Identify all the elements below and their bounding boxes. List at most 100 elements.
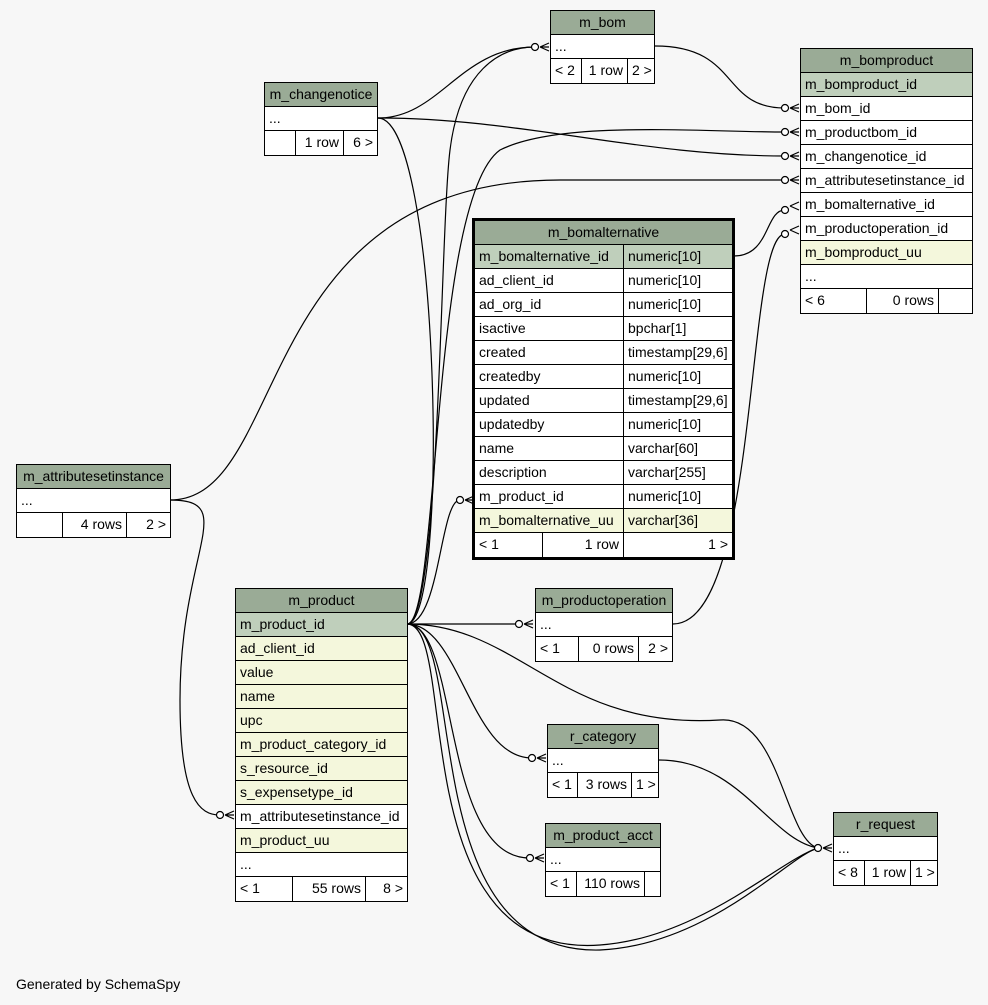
column-name: m_product_id xyxy=(479,488,564,504)
row-count: 0 rows xyxy=(578,637,638,661)
edge-m_changenotice-m_bomproduct xyxy=(377,117,786,157)
children-link[interactable]: 1 > xyxy=(910,861,937,885)
children-link[interactable]: 2 > xyxy=(627,59,654,83)
column-type: numeric[10] xyxy=(623,485,732,508)
parents-link[interactable]: < 6 xyxy=(805,292,825,308)
column-name: ad_org_id xyxy=(479,296,542,312)
column-m_productoperation_id: m_productoperation_id xyxy=(805,220,949,236)
children-link[interactable]: 2 > xyxy=(638,637,672,661)
column-m_bom_id: m_bom_id xyxy=(805,100,871,116)
row-count: 1 row xyxy=(542,533,623,557)
table-r_category[interactable]: r_category ... < 1 3 rows 1 > xyxy=(547,724,659,798)
column-name: updatedby xyxy=(479,416,545,432)
column-type: numeric[10] xyxy=(623,413,732,436)
table-row: ... xyxy=(21,492,33,508)
table-m_bom-title[interactable]: m_bom xyxy=(551,11,654,35)
column-row: updatedby numeric[10] xyxy=(475,413,732,437)
column-name: m_bomalternative_id xyxy=(479,248,609,264)
table-m_bomproduct-title[interactable]: m_bomproduct xyxy=(801,49,972,73)
table-m_product-title[interactable]: m_product xyxy=(236,589,407,613)
column-name: createdby xyxy=(479,368,541,384)
parents-link[interactable]: < 1 xyxy=(479,536,499,552)
row-count: 1 row xyxy=(581,59,627,83)
column-name: m_bomalternative_uu xyxy=(479,512,614,528)
column-name: ad_client_id xyxy=(479,272,554,288)
edge-m_product-m_bom xyxy=(406,46,536,625)
column-name: created xyxy=(479,344,526,360)
parents-link xyxy=(17,513,62,537)
children-link xyxy=(644,872,660,896)
column-list: m_bomalternative_id numeric[10] ad_client_… xyxy=(475,245,732,533)
column-name: name xyxy=(479,440,515,456)
edge-m_product-m_changenotice xyxy=(377,117,434,625)
edge-m_product-m_product_acct xyxy=(406,623,531,859)
table-row: ... xyxy=(269,110,281,126)
column-s_expensetype_id: s_expensetype_id xyxy=(240,784,353,800)
table-m_product[interactable]: m_product m_product_id ad_client_id valu… xyxy=(235,588,408,902)
parents-link[interactable]: < 1 xyxy=(240,880,260,896)
column-row: m_bomalternative_id numeric[10] xyxy=(475,245,732,269)
table-m_productoperation[interactable]: m_productoperation ... < 1 0 rows 2 > xyxy=(535,588,673,662)
column-ad_client_id: ad_client_id xyxy=(240,640,315,656)
column-name: updated xyxy=(479,392,530,408)
edge-m_product-r_request-3 xyxy=(406,623,819,951)
edge-m_product-m_bomproduct xyxy=(406,129,786,625)
column-row: created timestamp[29,6] xyxy=(475,341,732,365)
table-row: ... xyxy=(805,268,817,284)
column-m_attributesetinstance_id: m_attributesetinstance_id xyxy=(805,172,965,188)
children-link[interactable]: 6 > xyxy=(343,131,377,155)
edge-endpoints xyxy=(215,42,823,863)
table-m_attributesetinstance[interactable]: m_attributesetinstance ... 4 rows 2 > xyxy=(16,464,171,538)
table-m_changenotice-title[interactable]: m_changenotice xyxy=(265,83,377,107)
table-m_bom[interactable]: m_bom ... < 2 1 row 2 > xyxy=(550,10,655,84)
column-m_product_uu: m_product_uu xyxy=(240,832,330,848)
table-row: ... xyxy=(540,616,552,632)
table-m_product_acct-title[interactable]: m_product_acct xyxy=(546,824,660,848)
table-row: ... xyxy=(240,856,252,872)
table-r_request-title[interactable]: r_request xyxy=(834,813,937,837)
parents-link[interactable]: < 2 xyxy=(555,62,575,78)
table-r_category-title[interactable]: r_category xyxy=(548,725,658,749)
table-m_productoperation-title[interactable]: m_productoperation xyxy=(536,589,672,613)
row-count: 1 row xyxy=(295,131,343,155)
column-upc: upc xyxy=(240,712,263,728)
table-m_bomproduct[interactable]: m_bomproduct m_bomproduct_id m_bom_id m_… xyxy=(800,48,973,314)
table-m_bomalternative-title[interactable]: m_bomalternative xyxy=(475,221,732,245)
table-m_changenotice[interactable]: m_changenotice ... 1 row 6 > xyxy=(264,82,378,156)
children-link[interactable]: 1 > xyxy=(623,533,732,557)
parents-link[interactable]: < 1 xyxy=(550,875,570,891)
table-row: ... xyxy=(550,851,562,867)
edge-m_bom-m_bomproduct xyxy=(654,45,786,109)
column-type: numeric[10] xyxy=(623,269,732,292)
table-r_request[interactable]: r_request ... < 8 1 row 1 > xyxy=(833,812,938,886)
parents-link xyxy=(265,131,295,155)
column-type: timestamp[29,6] xyxy=(623,341,732,364)
parents-link[interactable]: < 8 xyxy=(838,864,858,880)
column-type: numeric[10] xyxy=(623,365,732,388)
table-row: ... xyxy=(552,752,564,768)
parents-link[interactable]: < 1 xyxy=(552,776,572,792)
column-m_bomproduct_uu: m_bomproduct_uu xyxy=(805,244,922,260)
table-m_product_acct[interactable]: m_product_acct ... < 1 110 rows xyxy=(545,823,661,897)
generated-by-footer: Generated by SchemaSpy xyxy=(16,976,181,992)
row-count: 0 rows xyxy=(866,289,938,313)
children-link[interactable]: 1 > xyxy=(631,773,658,797)
column-m_product_category_id: m_product_category_id xyxy=(240,736,387,752)
edge-m_productoperation-m_bomproduct xyxy=(672,233,786,625)
column-m_changenotice_id: m_changenotice_id xyxy=(805,148,927,164)
edge-m_changenotice-m_bom xyxy=(377,46,536,119)
column-type: varchar[255] xyxy=(623,461,732,484)
parents-link[interactable]: < 1 xyxy=(540,640,560,656)
children-link[interactable]: 2 > xyxy=(126,513,170,537)
edge-r_category-r_request xyxy=(658,759,819,849)
row-count: 3 rows xyxy=(577,773,631,797)
table-row: ... xyxy=(555,38,567,54)
table-m_attributesetinstance-title[interactable]: m_attributesetinstance xyxy=(17,465,170,489)
row-count: 4 rows xyxy=(62,513,126,537)
column-type: numeric[10] xyxy=(623,245,732,268)
children-link[interactable]: 8 > xyxy=(365,877,407,901)
